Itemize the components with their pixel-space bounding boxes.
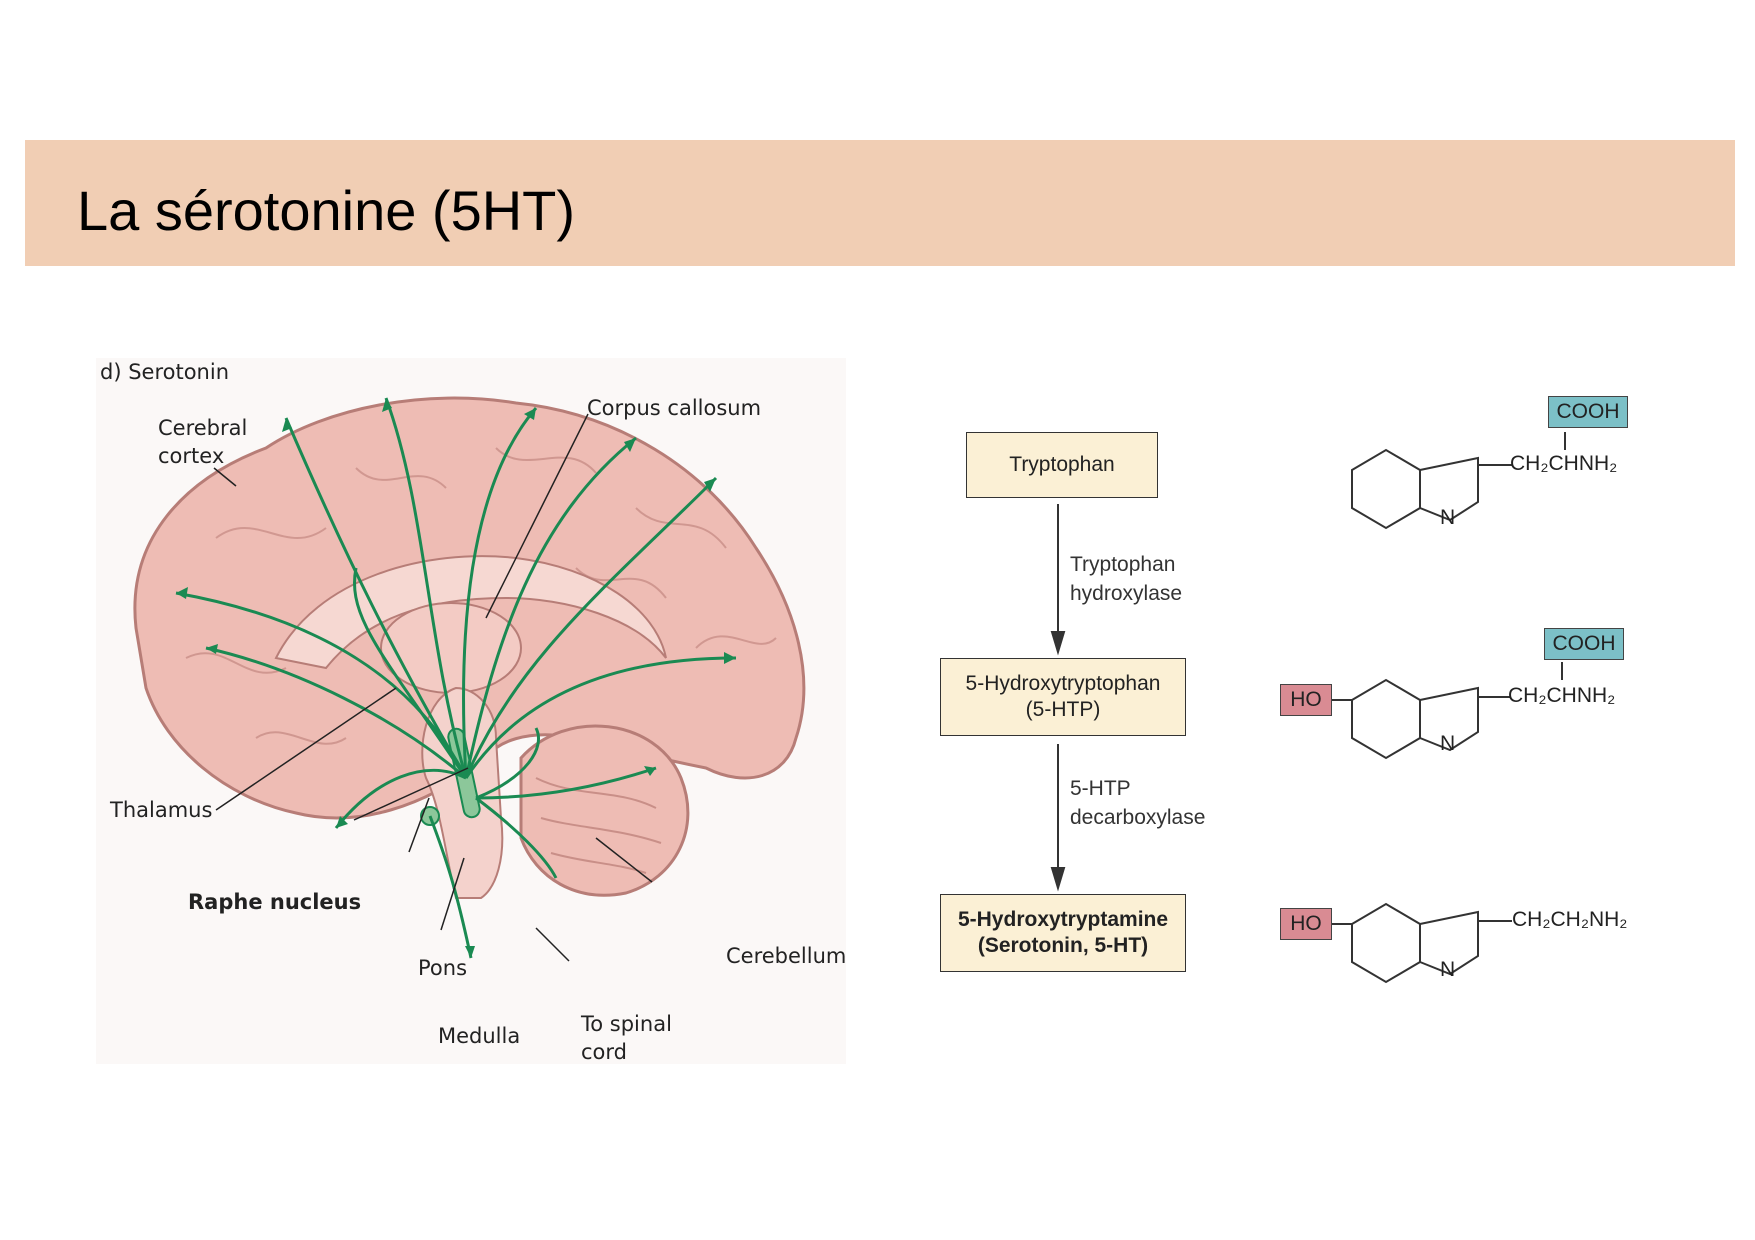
step-tryptophan-label: Tryptophan [1009,453,1115,476]
label-leader-lines [213,413,653,962]
step-serotonin: 5-Hydroxytryptamine (Serotonin, 5-HT) [940,894,1186,972]
enzyme-1-line1: Tryptophan [1070,553,1176,576]
label-corpus-callosum: Corpus callosum [587,396,762,420]
ho-tag-serotonin: HO [1280,908,1332,940]
n-label-serotonin: N [1440,958,1456,981]
brain-drawing [133,396,806,962]
label-to-spinal-1: To spinal [581,1012,672,1036]
n-label-tryptophan: N [1440,506,1456,529]
title-bar: La sérotonine (5HT) [25,140,1735,266]
slide-title: La sérotonine (5HT) [77,179,576,242]
side-chain-5-htp: CH₂CHNH₂ [1508,684,1616,707]
serotonin-projections [175,397,737,959]
step-5-htp-line2: (5-HTP) [1025,698,1101,721]
label-cerebral-cortex-1: Cerebral [158,416,248,440]
5-htp-structure [1332,662,1563,760]
tryptophan-structure [1351,432,1566,530]
step-serotonin-line2: (Serotonin, 5-HT) [977,934,1149,957]
step-5-htp-line1: 5-Hydroxytryptophan [965,672,1161,695]
side-chain-tryptophan: CH₂CHNH₂ [1510,452,1618,475]
label-cerebral-cortex-2: cortex [158,444,225,468]
serotonin-structure [1332,902,1512,984]
side-chain-serotonin: CH₂CH₂NH₂ [1512,908,1628,931]
step-tryptophan: Tryptophan [966,432,1158,498]
brain-illustration: d) Serotonin Cerebral cortex Corpus call… [96,358,846,1064]
ho-tag-5-htp: HO [1280,684,1332,716]
step-5-htp: 5-Hydroxytryptophan (5-HTP) [940,658,1186,736]
label-to-spinal-2: cord [581,1040,627,1064]
label-cerebellum: Cerebellum [726,944,847,968]
label-pons: Pons [418,956,468,980]
enzyme-2: 5-HTP decarboxylase [1070,774,1205,832]
enzyme-2-line2: decarboxylase [1070,806,1206,829]
enzyme-1-line2: hydroxylase [1070,582,1183,605]
label-thalamus: Thalamus [110,798,213,822]
step-serotonin-line1: 5-Hydroxytryptamine [957,908,1169,931]
n-label-5-htp: N [1440,732,1456,755]
panel-label: d) Serotonin [100,360,230,384]
enzyme-1: Tryptophan hydroxylase [1070,550,1182,608]
projection-arrowheads [176,398,736,958]
cooh-tag-5-htp: COOH [1544,628,1624,660]
label-raphe-nucleus: Raphe nucleus [188,890,362,914]
label-medulla: Medulla [438,1024,521,1048]
cooh-tag-tryptophan: COOH [1548,396,1628,428]
enzyme-2-line1: 5-HTP [1070,777,1131,800]
chemical-structures [1332,432,1566,984]
